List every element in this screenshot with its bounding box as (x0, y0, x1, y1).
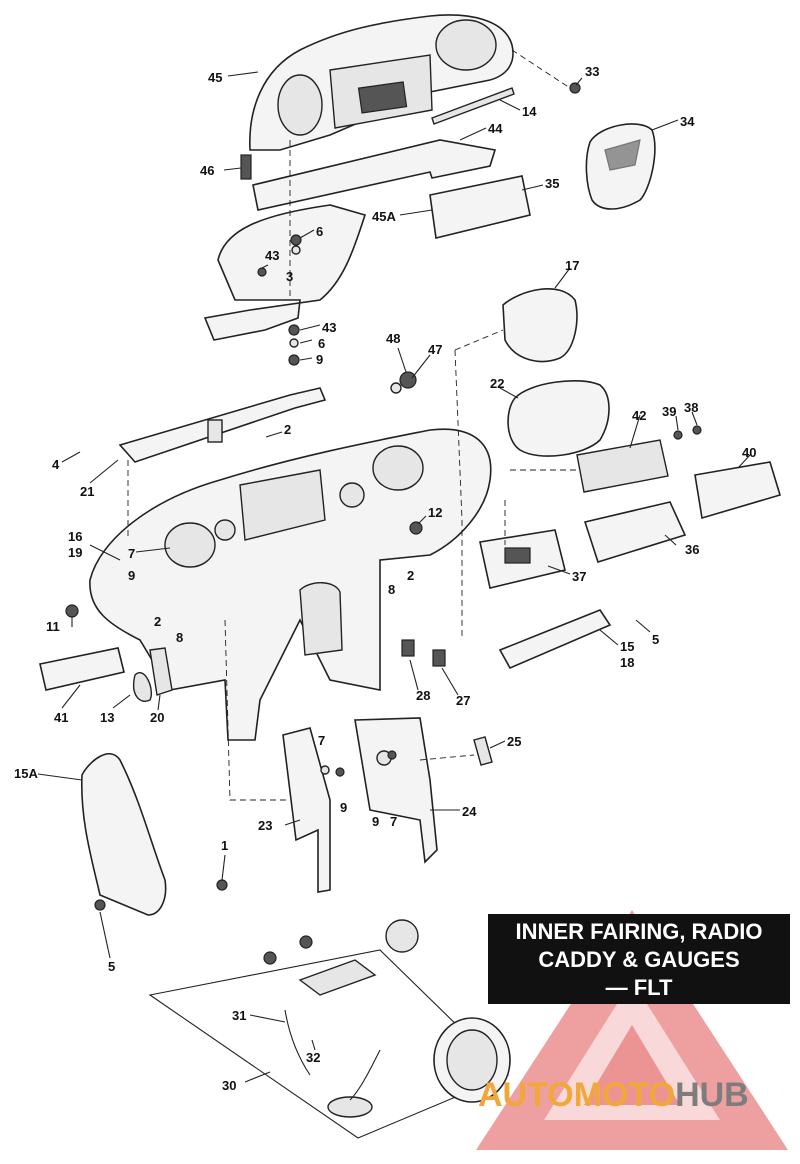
callout-40: 40 (742, 445, 756, 460)
lens-17 (502, 288, 578, 363)
callout-44: 44 (488, 121, 503, 136)
seal-20 (149, 647, 173, 696)
callout-15: 15 (620, 639, 634, 654)
callout-45a: 45A (372, 209, 396, 224)
callout-41: 41 (54, 710, 68, 725)
lower-cover-45a (203, 204, 367, 341)
bracket-41 (39, 647, 125, 691)
panel-15a (80, 753, 167, 916)
clip-28 (401, 639, 415, 657)
strip-14 (431, 87, 515, 125)
callout-3: 3 (286, 269, 293, 284)
callout-38: 38 (684, 400, 698, 415)
screw-33 (569, 82, 581, 94)
callout-1: 1 (221, 838, 228, 853)
watermark-text-secondary: HUB (675, 1076, 749, 1114)
callout-6: 6 (318, 336, 325, 351)
panel-42 (576, 439, 669, 493)
radio-cover-40 (694, 461, 781, 520)
callout-30: 30 (222, 1078, 236, 1093)
bracket-15-18 (498, 609, 612, 670)
callout-21: 21 (80, 484, 94, 499)
title-line-1: INNER FAIRING, RADIO (515, 919, 763, 944)
callout-43: 43 (265, 248, 279, 263)
watermark-logo-text: AUTOMOTOHUB (478, 1076, 749, 1115)
callout-28: 28 (416, 688, 430, 703)
callout-24: 24 (462, 804, 477, 819)
callout-15a: 15A (14, 766, 38, 781)
callout-5: 5 (108, 959, 115, 974)
clip-25 (473, 736, 493, 766)
callout-17: 17 (565, 258, 579, 273)
callout-2: 2 (154, 614, 161, 629)
callout-6: 6 (316, 224, 323, 239)
outer-fairing-45 (249, 14, 514, 151)
callout-22: 22 (490, 376, 504, 391)
callout-9: 9 (316, 352, 323, 367)
callout-46: 46 (200, 163, 214, 178)
callout-19: 19 (68, 545, 82, 560)
callout-39: 39 (662, 404, 676, 419)
callout-5: 5 (652, 632, 659, 647)
callout-8: 8 (176, 630, 183, 645)
callout-32: 32 (306, 1050, 320, 1065)
callout-4: 4 (52, 457, 60, 472)
bezel-22 (507, 380, 610, 457)
callout-12: 12 (428, 505, 442, 520)
diagram-title: INNER FAIRING, RADIO CADDY & GAUGES — FL… (488, 914, 790, 1004)
callout-36: 36 (685, 542, 699, 557)
callout-27: 27 (456, 693, 470, 708)
grommet-46 (240, 154, 252, 180)
grommet-11 (65, 604, 79, 618)
callout-47: 47 (428, 342, 442, 357)
callout-16: 16 (68, 529, 82, 544)
bracket-35 (429, 175, 531, 239)
callout-9: 9 (372, 814, 379, 829)
callout-7: 7 (390, 814, 397, 829)
title-line-2: CADDY & GAUGES (538, 947, 740, 972)
callout-48: 48 (386, 331, 400, 346)
callout-34: 34 (680, 114, 695, 129)
radio-caddy-36 (583, 501, 687, 563)
callout-2: 2 (407, 568, 414, 583)
callout-43: 43 (322, 320, 336, 335)
callout-13: 13 (100, 710, 114, 725)
callout-45: 45 (208, 70, 222, 85)
callout-20: 20 (150, 710, 164, 725)
callout-8: 8 (388, 582, 395, 597)
callout-23: 23 (258, 818, 272, 833)
title-line-3: — FLT (605, 975, 673, 1000)
callout-42: 42 (632, 408, 646, 423)
callout-37: 37 (572, 569, 586, 584)
callout-25: 25 (507, 734, 521, 749)
callout-7: 7 (318, 733, 325, 748)
callout-9: 9 (128, 568, 135, 583)
callout-2: 2 (284, 422, 291, 437)
callout-18: 18 (620, 655, 634, 670)
callout-9: 9 (340, 800, 347, 815)
clip-27 (432, 649, 446, 667)
callout-35: 35 (545, 176, 559, 191)
callout-14: 14 (522, 104, 537, 119)
bracket-23 (282, 727, 331, 893)
gasket-44 (252, 139, 497, 211)
bracket-24 (354, 717, 438, 864)
callout-33: 33 (585, 64, 599, 79)
callout-7: 7 (128, 546, 135, 561)
switch-48 (399, 371, 417, 389)
watermark-text-primary: AUTOMOTO (478, 1076, 676, 1114)
callout-11: 11 (46, 619, 60, 634)
inner-fairing-16-19 (89, 428, 492, 741)
callout-31: 31 (232, 1008, 246, 1023)
grommet-13 (133, 672, 152, 702)
